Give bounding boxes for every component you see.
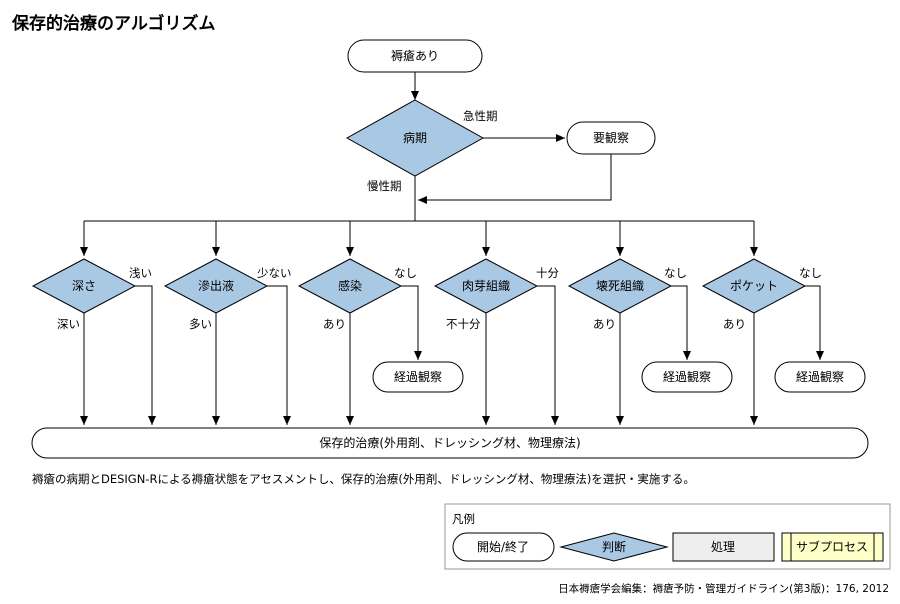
decision-stage-label: 病期: [403, 130, 427, 145]
edge-granulation-enough: [537, 285, 559, 425]
decision-stage: [345, 99, 485, 177]
start-node: [347, 39, 483, 73]
caption: 褥瘡の病期とDESIGN-Rによる褥瘡状態をアセスメントし、保存的治療(外用剤、…: [32, 472, 695, 486]
decision-granulation: [433, 258, 539, 314]
decision-depth-label: 深さ: [72, 279, 96, 293]
edge-exudate-low: [267, 285, 291, 425]
legend-process-label: 処理: [711, 540, 735, 554]
legend-decision-label: 判断: [602, 539, 626, 554]
legend-title: 凡例: [452, 512, 475, 526]
edge-label-granulation-enough: 十分: [536, 266, 559, 280]
edge-infection-no: [401, 285, 422, 360]
decision-necrosis-label: 壊死組織: [596, 279, 644, 293]
decision-pocket-label: ポケット: [730, 279, 778, 293]
legend: 凡例 開始/終了 判断 処理 サブプロセス: [444, 503, 891, 570]
terminal-observe-necrosis: [641, 361, 733, 393]
decision-exudate: [163, 258, 269, 314]
edge-depth-shallow: [135, 285, 156, 425]
terminal-observe-necrosis-label: 経過観察: [663, 370, 711, 384]
legend-start-end-shape: [452, 532, 555, 562]
decision-exudate-label: 滲出液: [198, 278, 234, 293]
edge-label-exudate-low: 少ない: [257, 266, 292, 280]
edge-label-exudate-high: 多い: [189, 317, 212, 331]
terminal-observe-top-label: 要観察: [593, 131, 629, 145]
edge-label-infection-yes: あり: [323, 317, 346, 331]
decision-pocket: [701, 258, 807, 314]
legend-subprocess-label: サブプロセス: [796, 539, 868, 554]
legend-process-shape: [672, 532, 775, 562]
decision-depth: [31, 258, 137, 314]
page-title: 保存的治療のアルゴリズム: [11, 13, 216, 34]
edge-label-pocket-no: なし: [799, 266, 822, 280]
legend-decision-shape: [559, 532, 669, 562]
decision-infection: [297, 258, 403, 314]
edge-label-necrosis-yes: あり: [593, 317, 616, 331]
terminal-observe-pocket-label: 経過観察: [796, 370, 844, 384]
connectors: [80, 72, 824, 425]
edge-label-granulation-insufficient: 不十分: [446, 317, 481, 331]
edge-pocket-no: [805, 285, 824, 360]
edge-label-infection-no: なし: [394, 266, 417, 280]
decision-infection-label: 感染: [338, 278, 362, 293]
terminal-treatment-label: 保存的治療(外用剤、ドレッシング材、物理療法): [319, 435, 580, 450]
terminal-treatment: [31, 427, 869, 459]
edge-label-chronic: 慢性期: [367, 179, 402, 193]
decision-granulation-label: 肉芽組織: [462, 279, 510, 293]
edge-label-pocket-yes: あり: [723, 317, 746, 331]
terminal-observe-pocket: [774, 361, 866, 393]
edge-label-depth-shallow: 浅い: [129, 266, 152, 280]
legend-subprocess-shape: [781, 532, 884, 562]
edge-label-acute: 急性期: [463, 109, 498, 123]
legend-start-end-label: 開始/終了: [477, 539, 529, 554]
edge-observe-merge: [418, 154, 612, 204]
edge-necrosis-no: [671, 285, 691, 360]
terminal-observe-infection-label: 経過観察: [394, 370, 442, 384]
edge-label-depth-deep: 深い: [57, 317, 80, 331]
terminal-observe-top: [566, 121, 656, 155]
start-node-label: 褥瘡あり: [391, 48, 439, 63]
terminal-observe-infection: [372, 361, 464, 393]
decision-necrosis: [567, 258, 673, 314]
source-citation: 日本褥瘡学会編集：褥瘡予防・管理ガイドライン(第3版)：176, 2012: [558, 582, 889, 595]
edge-label-necrosis-no: なし: [664, 266, 687, 280]
